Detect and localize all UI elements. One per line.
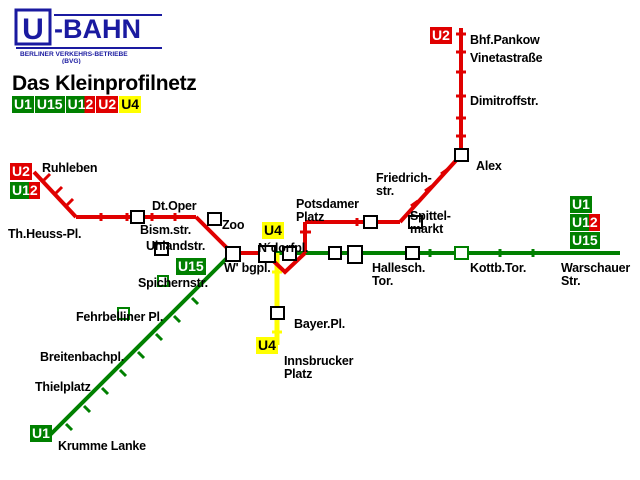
station-box-prinzenstr: [405, 246, 420, 260]
line-badge-u2: U2: [430, 27, 452, 44]
station-label-dtoper: Dt.Oper: [152, 199, 197, 213]
station-label-bismstr: Bism.str.: [140, 223, 192, 237]
station-label-bhf.pankow: Bhf.Pankow: [470, 33, 540, 47]
page-title: Das Kleinprofilnetz: [12, 72, 197, 95]
station-label-vinetastrasse: Vinetastraße: [470, 51, 543, 65]
terminus-badge-spichernstr-u15: U15: [176, 258, 206, 275]
line-badge-u1: U1: [30, 425, 52, 442]
legend-badge-u2: U2: [96, 96, 119, 113]
line-badge-u2: U2: [10, 163, 32, 180]
terminus-badge-innsbrucker-u4: U4: [256, 337, 278, 354]
terminus-badge-pankow-u2: U2: [430, 27, 452, 44]
station-label-dimitroffstr: Dimitroffstr.: [470, 94, 539, 108]
station-box-bayerpl: [270, 306, 285, 320]
legend-badge-u4: U4: [119, 96, 142, 113]
logo-bahn-text: -BAHN: [54, 14, 141, 44]
logo-subtitle-2: (BVG): [62, 58, 81, 64]
station-box-alex: [454, 148, 469, 162]
terminus-badge-krummelanke-u1: U1: [30, 425, 52, 442]
station-label-zoo: Zoo: [222, 218, 245, 232]
station-label-friedrichstr: Friedrich- str.: [376, 171, 432, 198]
line-badge-u15: U15: [570, 232, 600, 249]
station-label-fehrbellinerpl: Fehrbelliner Pl.: [76, 310, 164, 324]
station-box-spittelmarkt: [408, 215, 423, 229]
station-box-moeckernbruecke: [347, 245, 363, 264]
terminus-badge-nollendorf-u4: U4: [262, 222, 284, 239]
station-label-innsbruckerplatz: Innsbrucker Platz: [284, 354, 354, 381]
station-label-alex: Alex: [476, 159, 502, 173]
logo-subtitle-1: BERLINER VERKEHRS-BETRIEBE: [20, 51, 128, 58]
terminus-badge-ruhleben-u2: U2: [10, 163, 32, 180]
station-label-thielplatz: Thielplatz: [35, 380, 91, 394]
legend-badge-u1: U1: [12, 96, 34, 113]
line-badge-u15: U15: [176, 258, 206, 275]
line-badge-u12: U12: [570, 214, 600, 231]
station-box-gleisdreieck: [282, 246, 297, 261]
station-label-bayerpl: Bayer.Pl.: [294, 317, 346, 331]
station-label-kottbtor: Kottb.Tor.: [470, 261, 527, 275]
station-box-halleschtor: [328, 246, 342, 260]
station-box-spichernstr: [157, 275, 169, 287]
bvg-ubahn-logo: U -BAHN BERLINER VERKEHRS-BETRIEBE (BVG): [14, 8, 162, 64]
station-box-wittenbergpl: [225, 246, 241, 262]
station-box-fehrbellinerpl: [117, 307, 130, 320]
line-badge-u4: U4: [262, 222, 284, 239]
legend-badge-u12: U12: [65, 96, 96, 113]
logo-u-letter: U: [22, 13, 44, 46]
line-u2-red: [32, 28, 463, 275]
station-box-friedrichstr: [363, 215, 378, 229]
station-label-nollendorfpl: N´dorfpl.: [258, 241, 309, 255]
legend-badge-u15: U15: [34, 96, 65, 113]
station-label-ruhleben: Ruhleben: [42, 161, 98, 175]
logo-u-box: [14, 8, 52, 46]
station-label-uhlandstr: Uhlandstr.: [146, 239, 206, 253]
station-label-halleschtor: Hallesch. Tor.: [372, 261, 426, 288]
red-ticks: [42, 32, 466, 234]
station-label-krummelanke: Krumme Lanke: [58, 439, 146, 453]
line-u1-green: [48, 251, 620, 437]
station-box-zoo: [207, 212, 222, 226]
station-markers: [117, 148, 469, 320]
line-badge-u4: U4: [256, 337, 278, 354]
station-label-spichernstr: Spichernstr.: [138, 276, 208, 290]
station-box-nollendorfpl: [258, 245, 276, 263]
station-label-spittelmarkt: Spittel- markt: [410, 209, 451, 236]
line-badge-u12: U12: [10, 182, 40, 199]
station-box-kottbtor: [454, 246, 469, 260]
station-label-warschauerstr: Warschauer Str.: [561, 261, 631, 288]
station-label-wittenbergpl: W' bgpl.: [224, 261, 271, 275]
green-diagonal-ticks: [64, 296, 200, 432]
yellow-ticks: [272, 270, 282, 334]
station-box-bismstr: [130, 210, 145, 224]
station-label-breitenbachpl: Breitenbachpl.: [40, 350, 125, 364]
terminus-badge-ruhleben-u12: U12: [10, 182, 40, 199]
station-label-potsdamerplatz: Potsdamer Platz: [296, 197, 359, 224]
line-badge-u1: U1: [570, 196, 592, 213]
station-box-uhlandstr: [154, 242, 169, 256]
station-label-thheusspl: Th.Heuss-Pl.: [8, 227, 82, 241]
